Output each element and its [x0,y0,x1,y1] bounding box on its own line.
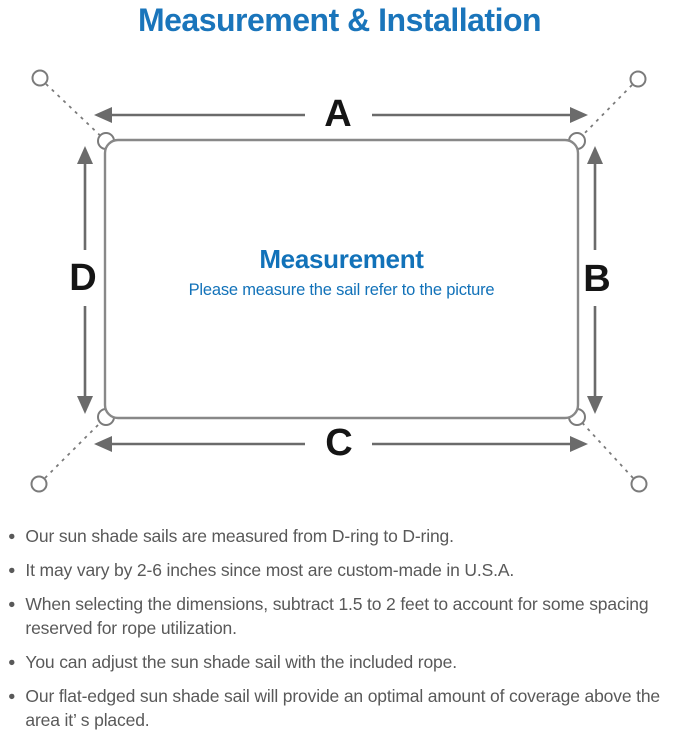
page-title: Measurement & Installation [137,2,542,38]
list-item: ● Our flat-edged sun shade sail will pro… [8,684,672,732]
anchor-ring-icon-top-left [31,69,49,87]
anchor-ring-icon-top-right [629,70,647,88]
rope-dashed-line-bottom-right [575,415,634,479]
arrowhead-icon-a-left [94,107,112,123]
dimension-label-d: D [69,257,97,299]
dimension-label-a: A [324,93,352,135]
arrowhead-icon-b-bottom [587,396,603,414]
dimension-label-c: C [325,422,353,464]
list-item: ● It may vary by 2-6 inches since most a… [8,558,672,582]
measurement-diagram: A B C D Measurement Please measure the s… [30,69,648,493]
arrowhead-icon-c-left [94,436,112,452]
diagram-center-text: Measurement Please measure the sail refe… [105,244,578,300]
arrowhead-icon-d-top [77,146,93,164]
rope-dashed-line-top-left [45,83,108,143]
bullet-icon: ● [8,655,16,669]
anchor-ring-icon-bottom-right [630,475,648,493]
anchor-ring-icon-bottom-left [30,475,48,493]
note-text: It may vary by 2-6 inches since most are… [25,560,515,580]
list-item: ● When selecting the dimensions, subtrac… [8,592,672,640]
arrowhead-icon-b-top [587,146,603,164]
arrowhead-icon-c-right [570,436,588,452]
bullet-icon: ● [8,563,16,577]
arrowhead-icon-a-right [570,107,588,123]
dimension-label-b: B [583,258,611,300]
list-item: ● You can adjust the sun shade sail with… [8,650,672,674]
note-text: You can adjust the sun shade sail with t… [25,652,457,672]
note-text: Our sun shade sails are measured from D-… [25,526,454,546]
diagram-center-title: Measurement [259,244,424,274]
note-text: When selecting the dimensions, subtract … [25,594,649,638]
sail-diagram-graphic [30,69,648,493]
bullet-icon: ● [8,529,16,543]
note-text: Our flat-edged sun shade sail will provi… [25,686,661,730]
bullet-icon: ● [8,689,16,703]
list-item: ● Our sun shade sails are measured from … [8,524,672,548]
notes-list: ● Our sun shade sails are measured from … [8,524,672,739]
arrowhead-icon-d-bottom [77,396,93,414]
rope-dashed-line-top-right [575,84,633,143]
sail-outline [103,138,580,420]
rope-dashed-line-bottom-left [44,415,108,479]
diagram-center-subtitle: Please measure the sail refer to the pic… [188,281,495,299]
bullet-icon: ● [8,597,16,611]
